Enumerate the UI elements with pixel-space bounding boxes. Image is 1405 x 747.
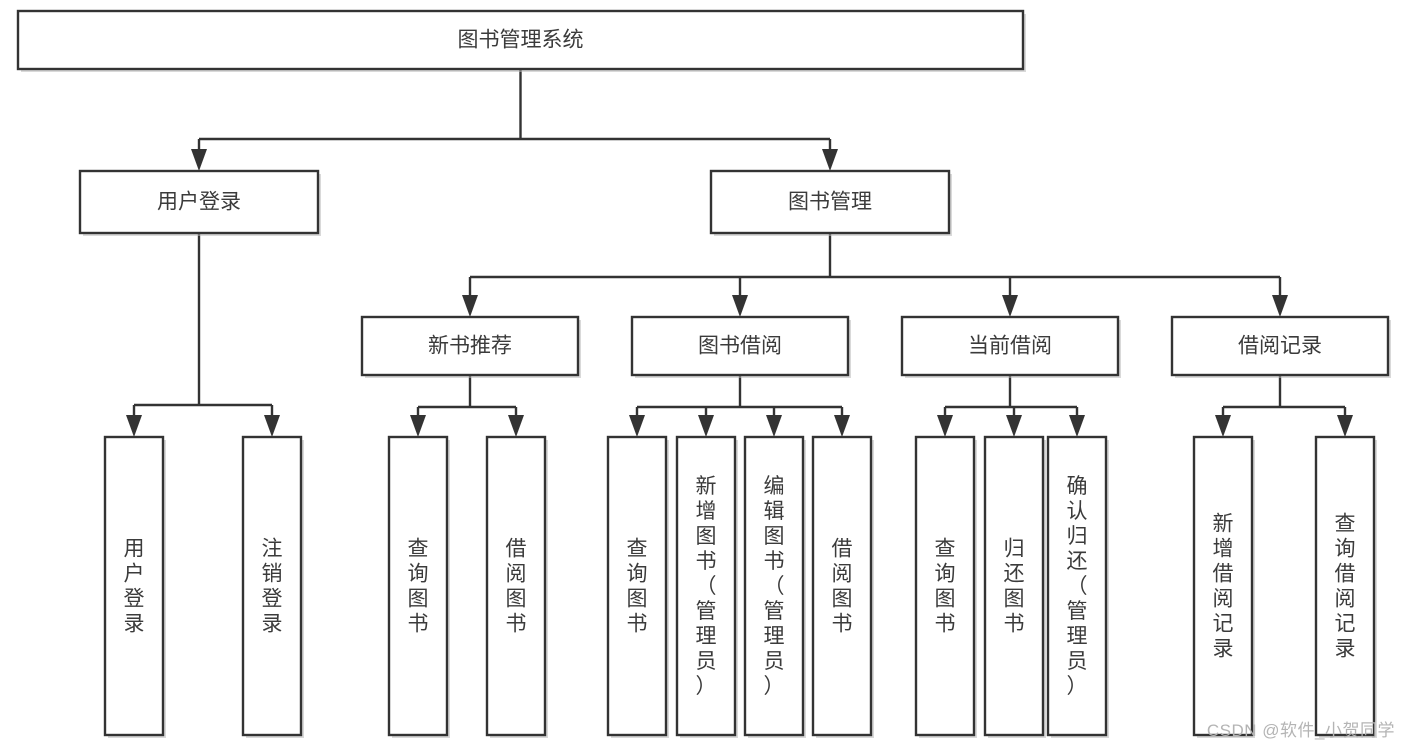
node-box[interactable] bbox=[709, 169, 951, 235]
arrow-head-icon bbox=[410, 415, 426, 437]
node-box[interactable] bbox=[485, 435, 547, 737]
node-leaf-query-record[interactable]: 查询借阅记录 bbox=[1314, 435, 1377, 738]
node-label: 借阅记录 bbox=[1238, 335, 1322, 358]
node-box[interactable] bbox=[78, 169, 320, 235]
node-user-login[interactable]: 用户登录 bbox=[78, 169, 321, 236]
arrow-head-icon bbox=[1215, 415, 1231, 437]
arrow-head-icon bbox=[822, 149, 838, 171]
node-box[interactable] bbox=[1170, 315, 1390, 377]
node-box[interactable] bbox=[606, 435, 668, 737]
node-leaf-add-book[interactable]: 新增图书（管理员） bbox=[675, 435, 738, 738]
node-box[interactable] bbox=[1046, 435, 1108, 737]
node-label: 查询图书 bbox=[935, 538, 956, 636]
node-leaf-query-book-1[interactable]: 查询图书 bbox=[387, 435, 450, 738]
node-box[interactable] bbox=[103, 435, 165, 737]
node-label: 新增借阅记录 bbox=[1213, 513, 1234, 661]
node-book-manage[interactable]: 图书管理 bbox=[709, 169, 952, 236]
node-label: 用户登录 bbox=[124, 538, 145, 636]
node-box[interactable] bbox=[387, 435, 449, 737]
node-borrow-record[interactable]: 借阅记录 bbox=[1170, 315, 1391, 378]
node-leaf-logout[interactable]: 注销登录 bbox=[241, 435, 304, 738]
node-leaf-borrow-book-2[interactable]: 借阅图书 bbox=[811, 435, 874, 738]
nodes-layer: 图书管理系统用户登录图书管理新书推荐图书借阅当前借阅借阅记录用户登录注销登录查询… bbox=[16, 9, 1391, 738]
connectors-layer bbox=[126, 69, 1353, 437]
node-label: 借阅图书 bbox=[832, 538, 853, 636]
node-box[interactable] bbox=[16, 9, 1025, 71]
arrow-head-icon bbox=[698, 415, 714, 437]
arrow-head-icon bbox=[264, 415, 280, 437]
node-box[interactable] bbox=[360, 315, 580, 377]
arrow-head-icon bbox=[937, 415, 953, 437]
node-box[interactable] bbox=[900, 315, 1120, 377]
arrow-head-icon bbox=[766, 415, 782, 437]
arrow-head-icon bbox=[732, 295, 748, 317]
arrow-head-icon bbox=[1006, 415, 1022, 437]
node-leaf-borrow-book-1[interactable]: 借阅图书 bbox=[485, 435, 548, 738]
arrow-head-icon bbox=[462, 295, 478, 317]
node-label: 用户登录 bbox=[157, 191, 241, 214]
node-box[interactable] bbox=[1314, 435, 1376, 737]
node-label: 确认归还（管理员） bbox=[1067, 475, 1088, 698]
node-leaf-edit-book[interactable]: 编辑图书（管理员） bbox=[743, 435, 806, 738]
arrow-head-icon bbox=[834, 415, 850, 437]
node-box[interactable] bbox=[743, 435, 805, 737]
node-label: 图书借阅 bbox=[698, 335, 782, 358]
arrow-head-icon bbox=[1002, 295, 1018, 317]
node-box[interactable] bbox=[630, 315, 850, 377]
node-leaf-add-record[interactable]: 新增借阅记录 bbox=[1192, 435, 1255, 738]
node-leaf-user-login[interactable]: 用户登录 bbox=[103, 435, 166, 738]
node-label: 归还图书 bbox=[1004, 538, 1025, 636]
node-box[interactable] bbox=[914, 435, 976, 737]
node-label: 注销登录 bbox=[262, 538, 283, 636]
node-box[interactable] bbox=[811, 435, 873, 737]
node-box[interactable] bbox=[1192, 435, 1254, 737]
node-box[interactable] bbox=[241, 435, 303, 737]
node-label: 查询图书 bbox=[627, 538, 648, 636]
arrow-head-icon bbox=[126, 415, 142, 437]
node-leaf-return-book[interactable]: 归还图书 bbox=[983, 435, 1046, 738]
arrow-head-icon bbox=[191, 149, 207, 171]
node-label: 图书管理 bbox=[788, 191, 872, 214]
node-label: 借阅图书 bbox=[506, 538, 527, 636]
node-box[interactable] bbox=[983, 435, 1045, 737]
arrow-head-icon bbox=[508, 415, 524, 437]
node-book-borrow[interactable]: 图书借阅 bbox=[630, 315, 851, 378]
arrow-head-icon bbox=[1337, 415, 1353, 437]
node-label: 当前借阅 bbox=[968, 335, 1052, 358]
node-label: 新书推荐 bbox=[428, 335, 512, 358]
node-current-borrow[interactable]: 当前借阅 bbox=[900, 315, 1121, 378]
node-root-system[interactable]: 图书管理系统 bbox=[16, 9, 1026, 72]
node-new-book-recommend[interactable]: 新书推荐 bbox=[360, 315, 581, 378]
node-label: 编辑图书（管理员） bbox=[764, 475, 785, 698]
node-leaf-query-book-2[interactable]: 查询图书 bbox=[606, 435, 669, 738]
arrow-head-icon bbox=[1272, 295, 1288, 317]
node-label: 查询图书 bbox=[408, 538, 429, 636]
node-label: 新增图书（管理员） bbox=[696, 475, 717, 698]
node-label: 查询借阅记录 bbox=[1335, 513, 1356, 661]
node-leaf-confirm-return[interactable]: 确认归还（管理员） bbox=[1046, 435, 1109, 738]
node-leaf-query-book-3[interactable]: 查询图书 bbox=[914, 435, 977, 738]
node-box[interactable] bbox=[675, 435, 737, 737]
node-label: 图书管理系统 bbox=[458, 29, 584, 52]
arrow-head-icon bbox=[629, 415, 645, 437]
arrow-head-icon bbox=[1069, 415, 1085, 437]
